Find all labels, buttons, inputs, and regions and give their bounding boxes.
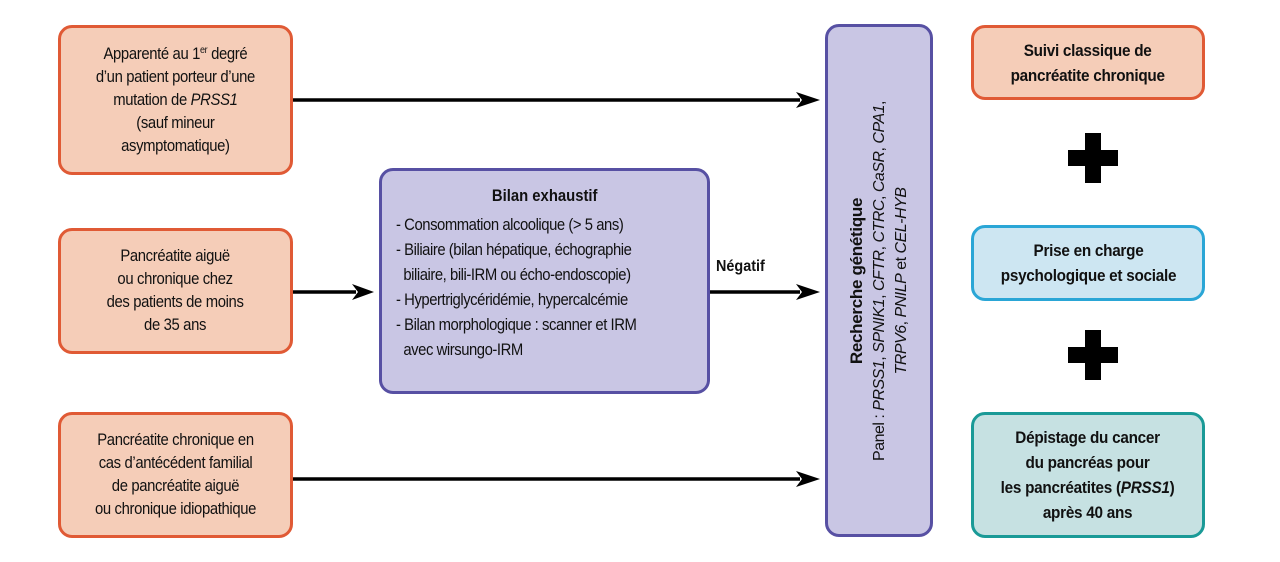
workup-item: - Biliaire (bilan hépatique, échographie bbox=[396, 241, 632, 259]
text-line: (sauf mineur bbox=[136, 113, 215, 132]
text-line: psychologique et sociale bbox=[1000, 266, 1176, 285]
arrowhead-icon bbox=[796, 284, 820, 300]
workup-item: avec wirsungo-IRM bbox=[396, 341, 523, 359]
arrowhead-icon bbox=[352, 284, 374, 300]
text-line: Suivi classique de bbox=[1024, 40, 1152, 60]
condition-box-prss1-relative: Apparenté au 1er degré d’un patient port… bbox=[58, 25, 293, 175]
arrow-workup-negative-to-genetic bbox=[710, 284, 820, 300]
workup-title: Bilan exhaustif bbox=[491, 187, 598, 205]
gene-panel-line-2: TRPV6, PNILP et CEL-HYB bbox=[893, 187, 911, 374]
arrowhead-icon bbox=[796, 471, 820, 487]
text-line: Pancréatite aiguë bbox=[120, 247, 231, 265]
text-line: Apparenté au 1er degré bbox=[103, 44, 248, 63]
text-line: asymptomatique) bbox=[121, 136, 230, 155]
text-line: ou chronique chez bbox=[117, 270, 234, 288]
arrow-young-to-workup bbox=[293, 284, 374, 300]
genetic-title: Recherche génétique bbox=[847, 197, 867, 364]
text-line: de 35 ans bbox=[144, 316, 207, 334]
outcome-box-cancer-screening: Dépistage du cancer du pancréas pour les… bbox=[971, 412, 1205, 538]
text-line: les pancréatites (PRSS1) bbox=[1001, 478, 1175, 497]
outcome-box-psychosocial-care: Prise en charge psychologique et sociale bbox=[971, 225, 1205, 301]
text-line: Pancréatite chronique en bbox=[97, 431, 254, 449]
text-line: ou chronique idiopathique bbox=[94, 500, 257, 518]
workup-item: - Consommation alcoolique (> 5 ans) bbox=[396, 216, 624, 234]
arrow-relative-to-genetic bbox=[293, 92, 820, 108]
text-line: cas d’antécédent familial bbox=[98, 454, 253, 472]
exhaustive-workup-box: Bilan exhaustif - Consommation alcooliqu… bbox=[379, 168, 710, 394]
plus-icon bbox=[1068, 133, 1118, 183]
text-line: de pancréatite aiguë bbox=[111, 477, 240, 495]
arrow-family-to-genetic bbox=[293, 471, 820, 487]
text-line: Prise en charge bbox=[1033, 241, 1143, 260]
text-line: pancréatite chronique bbox=[1010, 65, 1166, 85]
text-line: du pancréas pour bbox=[1025, 453, 1151, 472]
workup-item: - Bilan morphologique : scanner et IRM bbox=[396, 316, 637, 334]
arrowhead-icon bbox=[796, 92, 820, 108]
text-line: d’un patient porteur d’une bbox=[95, 67, 256, 86]
workup-list: - Consommation alcoolique (> 5 ans) - Bi… bbox=[382, 213, 707, 363]
workup-item: - Hypertriglycéridémie, hypercalcémie bbox=[396, 291, 628, 309]
genetic-text-rotated: Recherche génétique Panel : PRSS1, SPNIK… bbox=[845, 101, 913, 461]
text-line: des patients de moins bbox=[107, 293, 244, 311]
outcome-box-chronic-follow-up: Suivi classique de pancréatite chronique bbox=[971, 25, 1205, 100]
plus-icon bbox=[1068, 330, 1118, 380]
workup-item: biliaire, bili-IRM ou écho-endoscopie) bbox=[396, 266, 631, 284]
text-line: Dépistage du cancer bbox=[1015, 428, 1161, 447]
text-line: après 40 ans bbox=[1043, 503, 1133, 522]
text-line: mutation de PRSS1 bbox=[113, 90, 238, 109]
negative-result-label: Négatif bbox=[716, 258, 765, 275]
genetic-testing-box: Recherche génétique Panel : PRSS1, SPNIK… bbox=[825, 24, 933, 537]
gene-panel-line-1: Panel : PRSS1, SPNIK1, CFTR, CTRC, CaSR,… bbox=[871, 100, 889, 461]
condition-box-young-patients: Pancréatite aiguë ou chronique chez des … bbox=[58, 228, 293, 354]
condition-box-family-history: Pancréatite chronique en cas d’antécéden… bbox=[58, 412, 293, 538]
